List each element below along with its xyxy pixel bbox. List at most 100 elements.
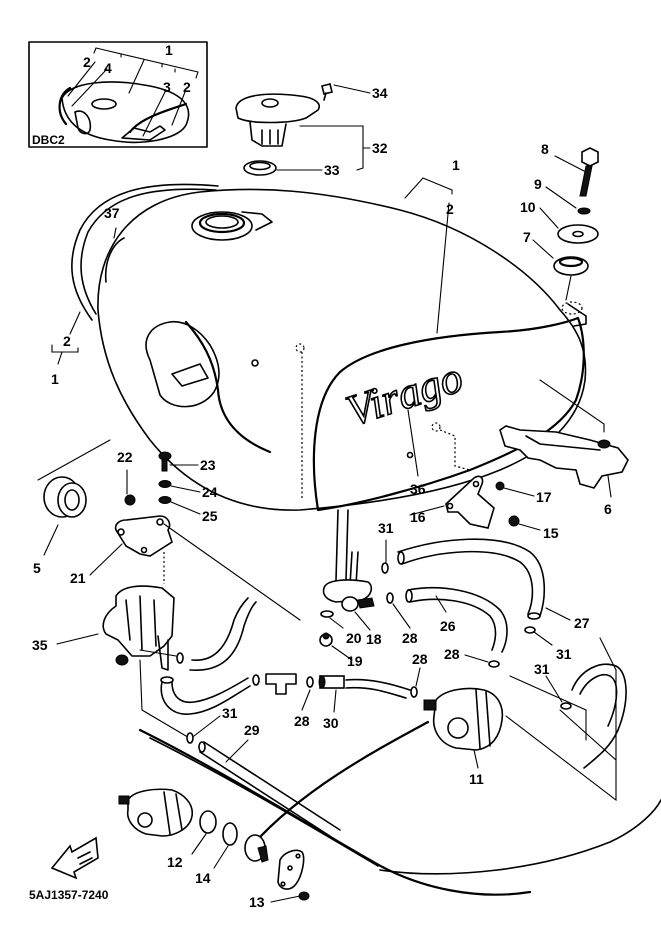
callout-37: 37 (104, 205, 120, 221)
filler-neck-outer (191, 211, 253, 241)
bracket-plate-21 (114, 515, 173, 557)
drawing-code: 5AJ1357-7240 (29, 888, 109, 902)
fuel-cock-pickup-tube (335, 509, 359, 586)
hose-vent-outer (571, 663, 627, 769)
callout-2: 2 (183, 79, 191, 95)
hose-29 (199, 741, 341, 841)
vacuum-cock-35 (102, 585, 175, 657)
fuel-pump-nipple (423, 699, 437, 711)
callout-13: 13 (249, 894, 265, 910)
hose-30-end (318, 675, 326, 689)
hose-lower-end (160, 676, 174, 684)
callout-31: 31 (534, 661, 550, 677)
inset-bracket-leader (93, 47, 199, 94)
hidden-front-mount (561, 301, 583, 315)
tank-body-outline (97, 188, 587, 511)
hose-clip-31 (381, 562, 389, 574)
tank-side-panel-trim (312, 316, 585, 512)
leader (464, 654, 489, 663)
screw-34-head (321, 83, 333, 95)
bracket-leader-1 (51, 344, 79, 365)
bolt-19-head (322, 632, 330, 640)
washer-25 (158, 496, 172, 504)
pump-detail-body (126, 788, 194, 837)
hose-26-inner (409, 598, 497, 651)
tank-logo-emblem: Virago (340, 352, 468, 435)
inset-emblem (121, 125, 166, 141)
inset-variant-box: 1 2 4 3 2 DBC2 (28, 41, 208, 148)
tank-stripe-left-outer (71, 183, 219, 321)
front-arrow-detail (77, 851, 93, 865)
callout-18: 18 (366, 631, 382, 647)
plate-hole (472, 480, 480, 488)
hose-lower-outer (160, 681, 251, 715)
filler-neck-inner (205, 215, 239, 229)
callout-35: 35 (32, 637, 48, 653)
bracket-leader (539, 379, 605, 433)
vacuum-cock-assembly: 35 28 30 28 31 29 (32, 585, 428, 841)
washer-9 (577, 207, 591, 215)
leader (518, 523, 541, 531)
leader (69, 311, 81, 335)
hidden-line (439, 429, 471, 471)
bracket-leader-1 (404, 177, 453, 199)
frame-rails (138, 720, 661, 896)
hose-lower-inner (171, 677, 249, 704)
leader (71, 68, 108, 107)
callout-31: 31 (378, 520, 394, 536)
vacuum-cock-detail (125, 595, 157, 651)
tank-mount-tab (171, 363, 209, 387)
fuel-cap-assembly: 34 33 32 (235, 83, 388, 178)
leader (354, 611, 371, 631)
callout-1: 1 (165, 42, 173, 58)
damper-7-inner (558, 256, 584, 268)
inset-tank-body (61, 81, 190, 144)
inset-fuel-cap-opening (91, 98, 117, 110)
wire-harness (248, 720, 430, 850)
callout-15: 15 (543, 525, 559, 541)
hose-clip-28 (410, 686, 418, 698)
pump-detail-ribs (163, 791, 183, 835)
fuel-cock-nut-5-face (57, 482, 87, 518)
callout-28: 28 (402, 630, 418, 646)
callout-36: 36 (410, 481, 426, 497)
bolt-8-thread (579, 165, 593, 197)
callout-16: 16 (410, 509, 426, 525)
leader (333, 84, 371, 94)
gasket-hole (287, 865, 293, 871)
leader (170, 501, 201, 515)
callout-1: 1 (51, 371, 59, 387)
callout-23: 23 (200, 457, 216, 473)
bracket-leader-32 (299, 125, 371, 171)
hose-upper-inner (189, 601, 257, 671)
gasket-hole (280, 881, 286, 887)
fuel-pump-diaphragm (475, 689, 491, 749)
leader (329, 617, 344, 629)
plate-hole (156, 518, 164, 526)
callout-34: 34 (372, 85, 388, 101)
leader (565, 275, 572, 301)
callout-31: 31 (556, 646, 572, 662)
hose-29-end (198, 741, 206, 753)
callout-17: 17 (536, 489, 552, 505)
fuel-cap-key-hole (261, 98, 279, 108)
vacuum-cock-port (115, 654, 129, 666)
fuel-pump-assembly: 11 (423, 687, 617, 802)
o-ring-14 (222, 822, 238, 846)
leader (545, 607, 571, 621)
leader (225, 739, 249, 763)
leader (473, 749, 479, 769)
tank-hole (406, 451, 414, 459)
callout-14: 14 (195, 870, 211, 886)
callout-28: 28 (412, 651, 428, 667)
plate-hole (140, 546, 148, 554)
hose-clip-31 (186, 732, 194, 744)
callout-26: 26 (440, 618, 456, 634)
hose-30-tail (345, 678, 411, 699)
leader (170, 485, 201, 493)
callout-9: 9 (534, 176, 542, 192)
inset-knee-recess (74, 110, 92, 135)
leader (113, 227, 117, 239)
hidden-mount (431, 422, 441, 432)
